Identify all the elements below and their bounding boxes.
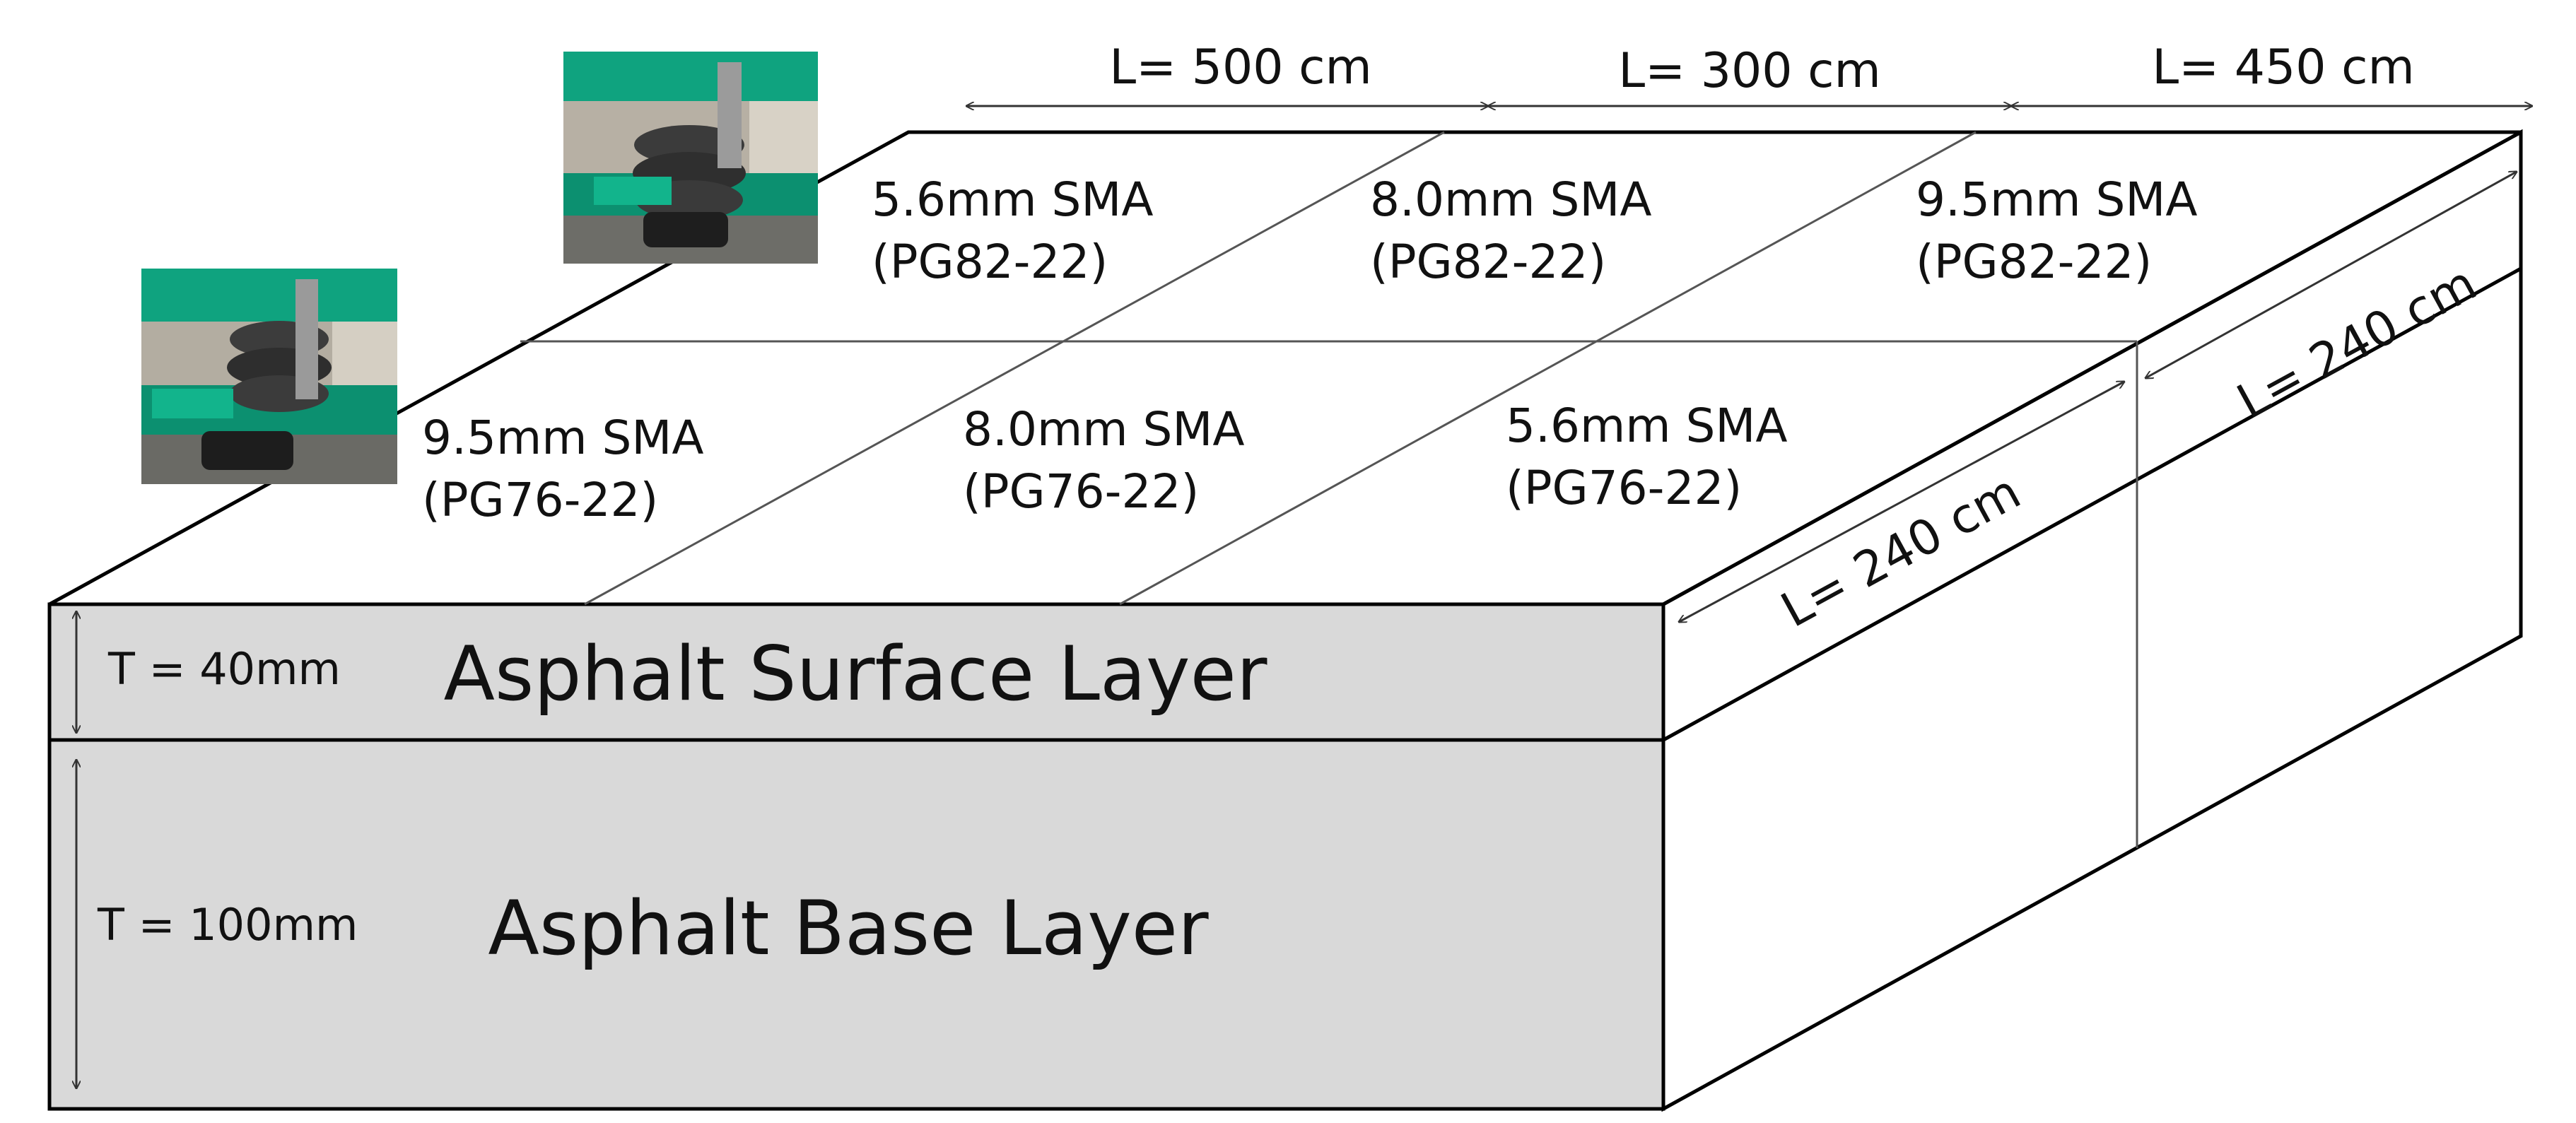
label-width-back: L= 240 cm — [2228, 256, 2486, 430]
section-back-2-mix: 8.0mm SMA — [1370, 172, 1652, 227]
label-length-2: L= 300 cm — [1618, 43, 1881, 99]
label-length-3: L= 450 cm — [2152, 40, 2415, 95]
section-divider-1 — [584, 131, 1445, 606]
section-back-2-binder: (PG82-22) — [1370, 235, 1606, 289]
loading-equipment-photo-front — [141, 269, 397, 484]
section-back-1-mix: 5.6mm SMA — [872, 172, 1154, 227]
section-front-1-mix: 9.5mm SMA — [422, 411, 704, 465]
section-front-3-binder: (PG76-22) — [1506, 461, 1742, 515]
section-divider-2 — [1119, 131, 1977, 606]
base-layer-label: Asphalt Base Layer — [488, 885, 1209, 972]
surface-thickness-label: T = 40mm — [107, 643, 341, 695]
dim-arrow-width-front — [1679, 382, 2124, 622]
base-thickness-label: T = 100mm — [97, 899, 358, 951]
section-front-1-binder: (PG76-22) — [422, 473, 658, 527]
surface-layer-label: Asphalt Surface Layer — [444, 630, 1267, 717]
surface-layer-face — [47, 602, 1665, 742]
section-front-3-mix: 5.6mm SMA — [1506, 399, 1788, 453]
dim-arrow-width-back — [2145, 172, 2517, 378]
section-front-2-mix: 8.0mm SMA — [963, 402, 1245, 457]
base-layer-face — [47, 738, 1665, 1111]
loading-equipment-photo-back — [563, 52, 818, 264]
section-back-3-mix: 9.5mm SMA — [1916, 172, 2198, 227]
section-front-2-binder: (PG76-22) — [963, 464, 1199, 519]
label-length-1: L= 500 cm — [1109, 40, 1372, 95]
section-back-1-binder: (PG82-22) — [872, 235, 1108, 289]
section-back-3-binder: (PG82-22) — [1916, 235, 2152, 289]
